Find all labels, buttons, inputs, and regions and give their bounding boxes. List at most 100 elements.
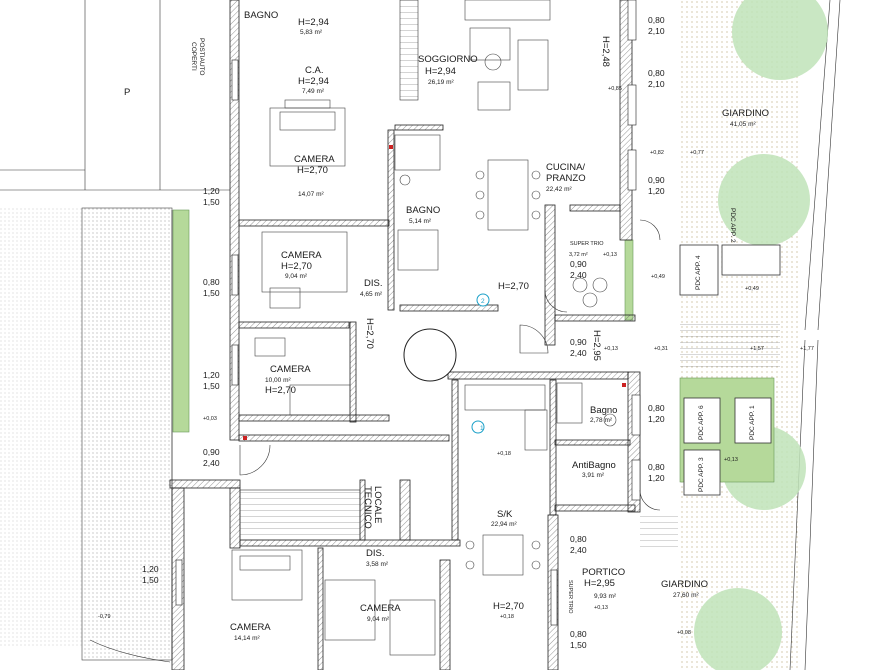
room-area-giardino2: 27,60 m² xyxy=(673,592,699,599)
parking-area xyxy=(0,0,232,200)
dim-top: 1,20 xyxy=(142,564,159,574)
tree-2 xyxy=(718,154,810,246)
room-name-locale: LOCALE xyxy=(372,486,383,524)
label-pdc4: PDC APP. 1 xyxy=(749,405,756,440)
room-name-ca: C.A. xyxy=(305,65,323,76)
label-h248: H=2,48 xyxy=(600,36,611,67)
label-h270b: H=2,70 xyxy=(364,318,375,349)
room-h-ca: H=2,94 xyxy=(298,76,329,87)
room-name-camera4: CAMERA xyxy=(230,622,271,633)
room-name-soggiorno: SOGGIORNO xyxy=(418,54,478,65)
dim-bottom: 2,40 xyxy=(203,458,220,468)
hedge-left xyxy=(172,209,190,433)
room-name-bagno3: Bagno xyxy=(590,405,617,416)
circle-label-2: 2 xyxy=(481,298,485,305)
room-area-camera4: 14,14 m² xyxy=(234,635,260,642)
dim-bottom: 2,40 xyxy=(570,348,587,358)
level-mark: +0,49 xyxy=(745,286,759,292)
hedge-right-1 xyxy=(624,239,634,321)
room-h-camera3: H=2,70 xyxy=(265,385,296,396)
room-area-cucina: 22,42 m² xyxy=(546,186,572,193)
label-coperti: COPERTI xyxy=(190,42,197,71)
room-area-camera3: 10,00 m² xyxy=(265,377,291,384)
level-mark: +0,13 xyxy=(603,252,617,258)
room-area-dis2: 3,58 m² xyxy=(366,561,389,568)
room-area-camera1: 14,07 m² xyxy=(298,191,324,198)
round-column xyxy=(403,328,457,382)
room-name2-cucina: PRANZO xyxy=(546,173,586,184)
room-name-bagno2: BAGNO xyxy=(406,205,440,216)
room-area-antibagno: 3,91 m² xyxy=(582,472,605,479)
dim-top: 0,90 xyxy=(570,259,587,269)
room-name-sk: S/K xyxy=(497,509,513,520)
room-h-camera2: H=2,70 xyxy=(281,261,312,272)
pdc-units xyxy=(679,244,781,496)
dim-bottom: 1,50 xyxy=(570,640,587,650)
road-strip xyxy=(800,0,893,670)
ramp xyxy=(89,639,171,663)
dim-bottom: 2,40 xyxy=(570,545,587,555)
room-name-giardino1: GIARDINO xyxy=(722,108,769,119)
level-mark: +0,82 xyxy=(650,150,664,156)
room-area-camera2: 9,04 m² xyxy=(285,273,308,280)
room-area-dis1: 4,65 m² xyxy=(360,291,383,298)
room-name-dis2: DIS. xyxy=(366,548,384,559)
room-name2-locale: TECNICO xyxy=(362,486,373,529)
room-area-soggiorno: 26,19 m² xyxy=(428,79,454,86)
circle-label-1: 1 xyxy=(480,425,484,432)
dim-bottom: 2,40 xyxy=(570,270,587,280)
room-h-soggiorno: H=2,94 xyxy=(425,66,456,77)
label-h295: H=2,95 xyxy=(591,330,602,361)
misc-labels: POSTIAUTO COPERTI P H=2,48 H=2,70 H=2,70… xyxy=(124,36,756,612)
room-name-antibagno: AntiBagno xyxy=(572,460,616,471)
label-pdc3: PDC APP. 6 xyxy=(698,405,705,440)
room-name-camera5: CAMERA xyxy=(360,603,401,614)
dim-bottom: 1,50 xyxy=(203,197,220,207)
level-mark: +1,77 xyxy=(800,346,814,352)
dim-bottom: 1,20 xyxy=(648,473,665,483)
label-postauto: POSTIAUTO xyxy=(198,38,205,75)
room-name-supertrio2: SUPER TRIO xyxy=(567,580,573,614)
room-area-ca: 7,49 m² xyxy=(302,88,325,95)
room-area-supertrio: 3,72 m² xyxy=(569,252,588,258)
level-marks: +0,85 +0,82 +0,77 +0,49 +0,49 +0,13 +0,1… xyxy=(98,86,814,636)
room-area-bagno2: 5,14 m² xyxy=(409,218,432,225)
room-area-portico: 9,93 m² xyxy=(594,593,617,600)
room-name-dis1: DIS. xyxy=(364,278,382,289)
room-name-portico: PORTICO xyxy=(582,567,625,578)
level-mark: +0,18 xyxy=(497,451,511,457)
label-pdc1: PDC APP. 4 xyxy=(695,255,702,290)
steps-outside xyxy=(640,322,780,552)
stairs-top xyxy=(399,0,419,101)
room-area-camera5: 9,04 m² xyxy=(367,616,390,623)
tree-4 xyxy=(694,588,782,670)
paved-area-left xyxy=(0,208,82,648)
room-h-camera1: H=2,70 xyxy=(297,165,328,176)
room-area-giardino1: 41,05 m² xyxy=(730,121,756,128)
stairs xyxy=(239,489,361,541)
room-name-supertrio: SUPER TRIO xyxy=(570,241,604,247)
dim-top: 0,80 xyxy=(648,403,665,413)
dim-top: 0,80 xyxy=(570,629,587,639)
room-area-sk: 22,94 m² xyxy=(491,521,517,528)
tree-1 xyxy=(732,0,828,80)
furniture xyxy=(231,0,617,656)
dim-top: 0,80 xyxy=(648,15,665,25)
room-name-giardino2: GIARDINO xyxy=(661,579,708,590)
walls xyxy=(169,0,641,670)
doors xyxy=(239,219,661,511)
room-area-bagno-top: 5,83 m² xyxy=(300,29,323,36)
dim-top: 0,80 xyxy=(648,68,665,78)
room-name-bagno-top: BAGNO xyxy=(244,10,278,21)
dim-top: 1,20 xyxy=(203,186,220,196)
paved-area xyxy=(81,207,173,661)
room-h-bagno-top: H=2,94 xyxy=(298,17,329,28)
dim-top: 0,80 xyxy=(648,462,665,472)
level-mark: +0,31 xyxy=(654,346,668,352)
level-mark: +0,08 xyxy=(677,630,691,636)
dim-top: 0,90 xyxy=(570,337,587,347)
label-h270a: H=2,70 xyxy=(498,281,529,292)
level-mark: +0,13 xyxy=(604,346,618,352)
label-parking-p: P xyxy=(124,87,130,98)
